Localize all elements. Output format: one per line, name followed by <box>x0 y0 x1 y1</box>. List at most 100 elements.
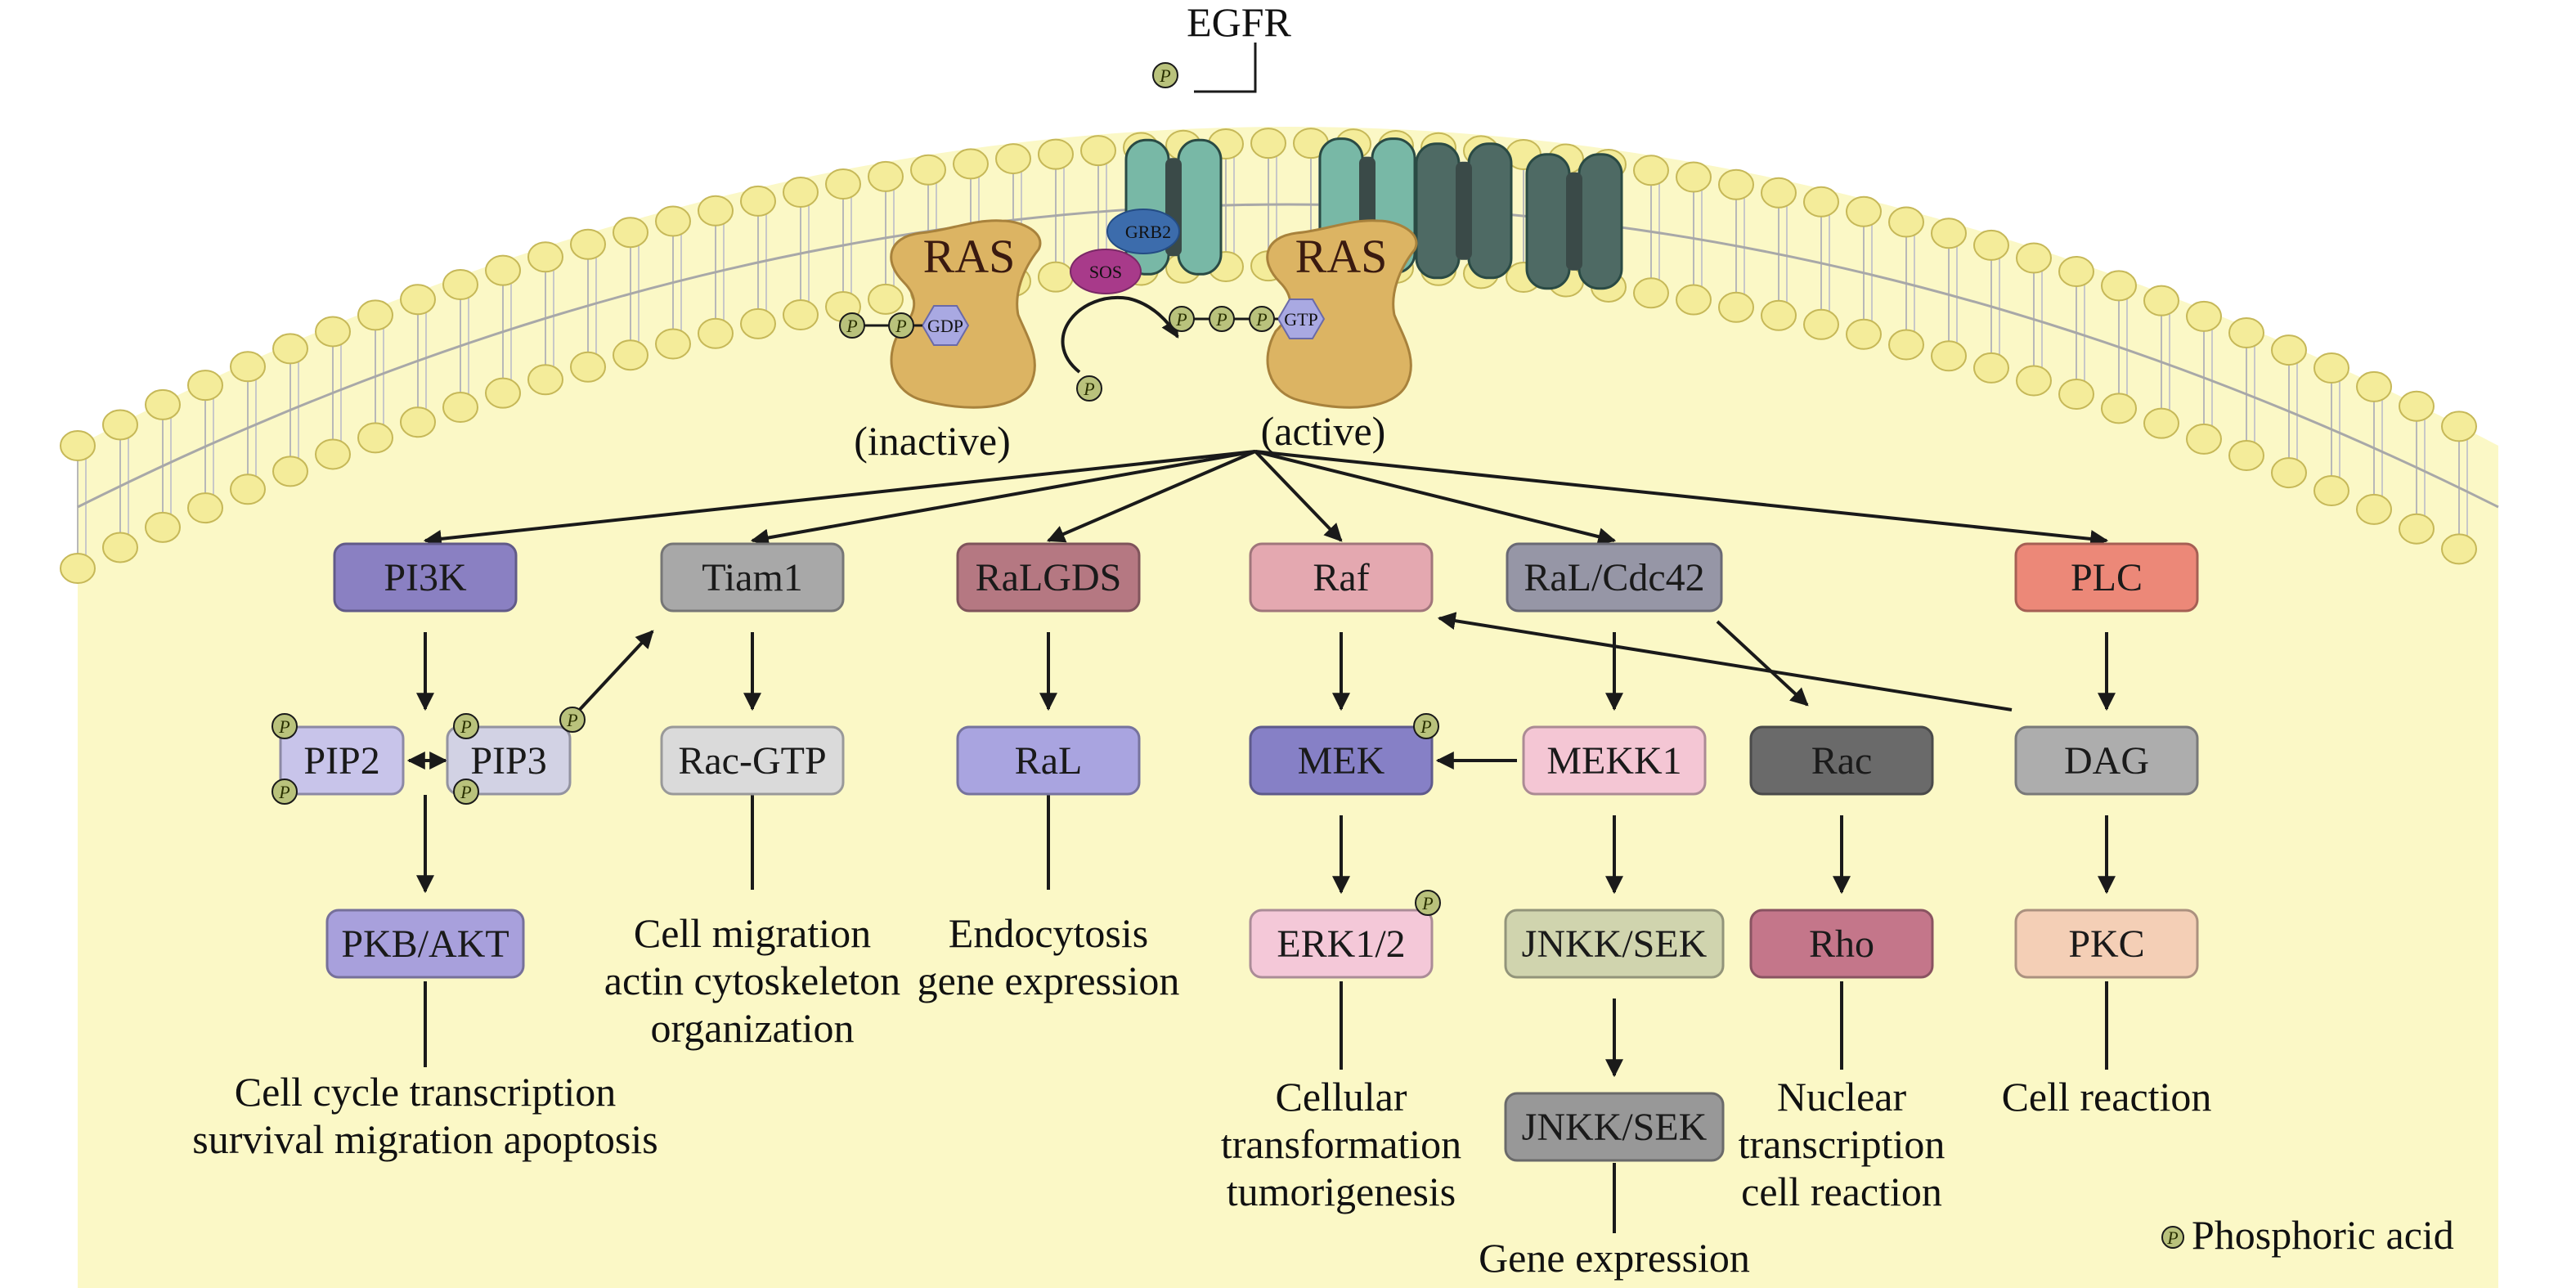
lipid-head <box>1761 177 1797 209</box>
lipid-head <box>868 160 904 192</box>
phosphate-marker: P <box>839 312 865 339</box>
lipid-head <box>230 473 266 505</box>
phosphate-marker: P <box>1169 306 1195 332</box>
ras-active: RAS GTP (active) <box>1182 219 1418 454</box>
lipid-head <box>2143 285 2179 316</box>
lipid-head <box>2356 370 2392 402</box>
node-label: PIP3 <box>470 739 546 783</box>
node-pkc: PKC <box>2014 909 2199 979</box>
lipid-head <box>868 283 904 315</box>
lipid-head <box>2313 352 2349 384</box>
lipid-head <box>145 388 181 420</box>
lipid-head <box>2441 533 2477 565</box>
lipid-head <box>102 409 138 441</box>
ras-inactive-name: RAS <box>923 230 1016 283</box>
lipid-head <box>740 307 776 339</box>
lipid-head <box>2016 365 2052 397</box>
lipid-head <box>740 185 776 217</box>
lipid-head <box>613 217 648 249</box>
lipid-head <box>825 168 861 200</box>
node-raf: Raf <box>1249 542 1434 613</box>
node-pip3: PIP3 <box>446 725 572 796</box>
lipid-head <box>2101 393 2137 424</box>
lipid-head <box>1718 291 1754 323</box>
node-box <box>279 725 405 796</box>
node-mek: MEK <box>1249 725 1434 796</box>
ras-active-state: (active) <box>1261 408 1386 454</box>
node-label: ERK1/2 <box>1277 922 1405 966</box>
lipid-head <box>1888 206 1924 238</box>
lipid-head <box>2399 513 2435 545</box>
node-label: PLC <box>2071 556 2143 599</box>
lipid-head <box>485 254 521 286</box>
node-box <box>956 725 1141 796</box>
phosphate-marker: P <box>888 312 914 339</box>
lipid-head <box>1803 308 1839 340</box>
lipid-head <box>1038 261 1074 293</box>
lipid-head <box>953 148 989 180</box>
lipid-head <box>315 438 351 470</box>
lipid-head <box>783 299 819 331</box>
grb2-sos-complex: GRB2 SOS <box>1070 209 1180 294</box>
lipid-head <box>613 339 648 371</box>
node-label: Tiam1 <box>702 556 803 599</box>
node-mekk1: MEKK1 <box>1522 725 1707 796</box>
node-box <box>2014 909 2199 979</box>
ras-active-shape <box>1266 219 1418 409</box>
lipid-head <box>655 328 691 360</box>
outcome-pkc: Cell reaction <box>2002 1074 2212 1120</box>
lipid-head <box>60 430 96 461</box>
lipid-head <box>1633 277 1669 309</box>
svg-text:P: P <box>460 716 471 737</box>
lipid-head <box>1931 340 1967 372</box>
lipid-head <box>910 154 946 186</box>
outcome-jnkk-sek-2: Gene expression <box>1479 1235 1750 1281</box>
node-box <box>325 909 525 979</box>
ras-inactive-shape <box>890 219 1042 409</box>
phosphate-marker: P <box>1152 62 1178 88</box>
cytoplasm <box>78 127 2498 1288</box>
node-label: RaL/Cdc42 <box>1524 556 1704 599</box>
phosphate-marker: P <box>272 713 298 739</box>
lipid-head <box>1038 138 1074 170</box>
phosphate-marker: P <box>1209 306 1235 332</box>
ras-inactive: RAS GDP (inactive) <box>852 219 1042 464</box>
phosphate-marker: P <box>1076 375 1102 402</box>
svg-text:P: P <box>1175 309 1187 330</box>
lipid-head <box>2228 440 2264 472</box>
lipid-head <box>1846 195 1882 227</box>
lipid-head <box>2399 390 2435 422</box>
lipid-head <box>230 351 266 383</box>
node-label: Rac-GTP <box>678 739 826 783</box>
node-box <box>2014 725 2199 796</box>
lipid-head <box>1803 186 1839 218</box>
lipid-head <box>698 317 734 349</box>
lipid-head <box>995 143 1031 175</box>
node-label: PKC <box>2068 922 2144 966</box>
node-label: PI3K <box>384 556 467 599</box>
gtp-hexagon <box>1277 298 1326 339</box>
arrow-ras-to-ral-cdc42 <box>1254 450 1617 545</box>
gdp-label: GDP <box>927 316 963 336</box>
node-box <box>660 542 845 613</box>
lipid-head <box>1080 135 1116 167</box>
lipid-head <box>442 391 478 423</box>
grb2-ellipse <box>1106 209 1180 254</box>
gdp-gtp-exchange-arrow <box>1061 295 1179 374</box>
lipid-head <box>1931 218 1967 249</box>
node-box <box>1522 725 1707 796</box>
node-box <box>1749 725 1934 796</box>
lipid-head <box>400 406 436 438</box>
phosphate-marker: P <box>453 713 479 739</box>
node-erk: ERK1/2 <box>1249 909 1434 979</box>
node-ralgds: RaLGDS <box>956 542 1141 613</box>
lipid-head <box>2228 317 2264 349</box>
node-label: JNKK/SEK <box>1522 1106 1708 1149</box>
node-box <box>2014 542 2199 613</box>
sos-ellipse <box>1070 249 1142 294</box>
lipid-head <box>1761 299 1797 331</box>
legend: P Phosphoric acid <box>2161 1212 2454 1258</box>
